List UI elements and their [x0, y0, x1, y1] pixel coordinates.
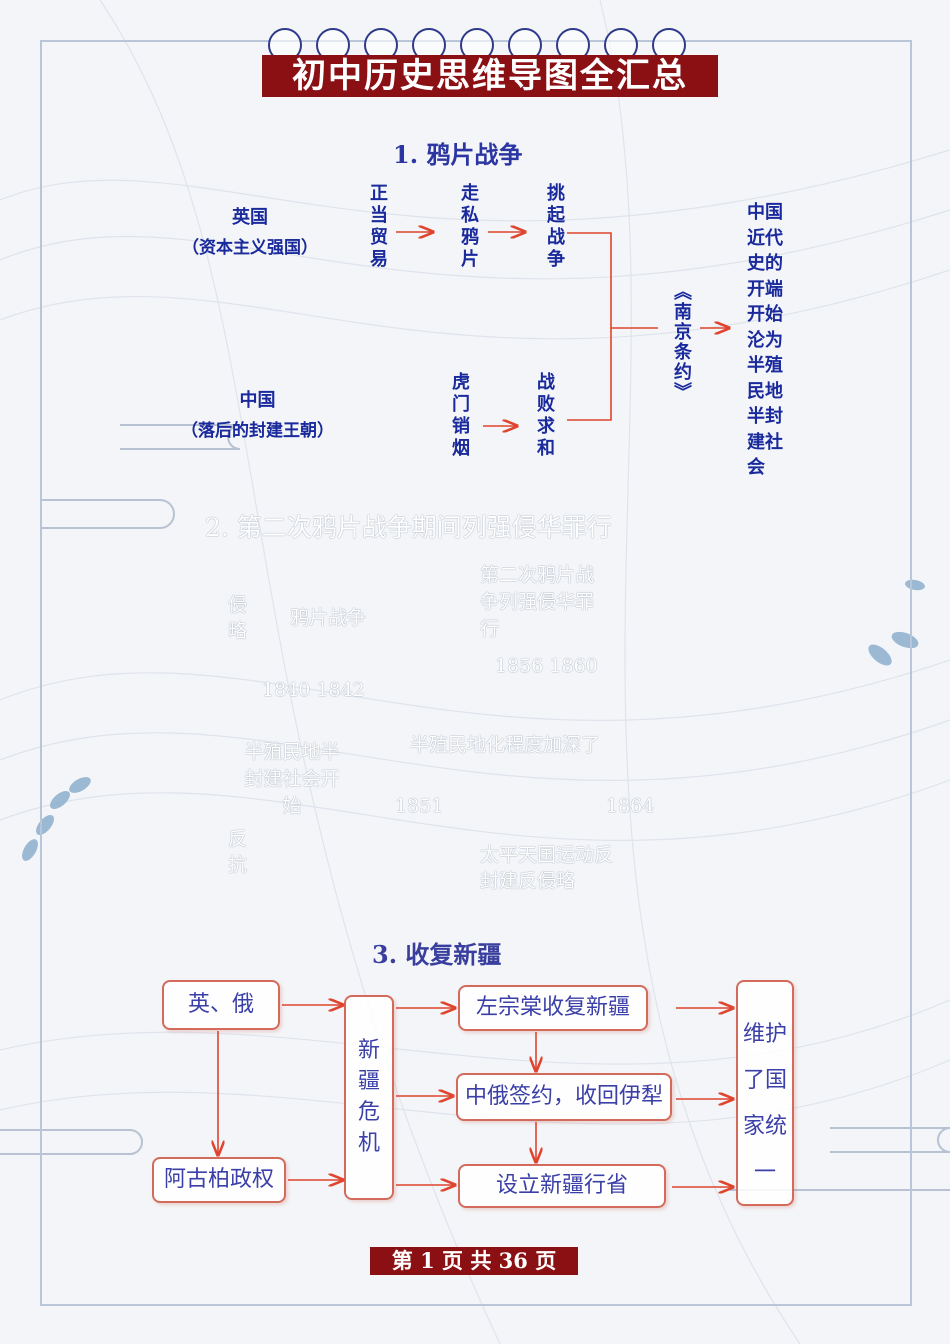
years-second-war: 1856 1860 — [495, 655, 598, 677]
footer-total: 36 — [498, 1248, 528, 1273]
treaty-nanjing: 《南京条约》 — [671, 282, 692, 402]
page-footer: 第 1 页 共 36 页 — [370, 1247, 578, 1275]
opium-war-label: 鸦片战争 — [290, 607, 367, 629]
years-opium-war: 1840 1842 — [262, 679, 365, 701]
section1-heading: 1. 鸦片战争 — [393, 140, 523, 169]
china-name: 中国 — [239, 390, 276, 411]
britain-sub: （资本主义强国） — [182, 238, 318, 258]
year-1864: 1864 — [606, 795, 655, 817]
footer-prefix: 第 — [391, 1248, 413, 1273]
chain-defeat: 战败求和 — [534, 372, 555, 460]
box-unity: 维护了国家统一 — [736, 980, 794, 1206]
box-province: 设立新疆行省 — [458, 1164, 666, 1208]
section2-heading: 2. 第二次鸦片战争期间列强侵华罪行 — [205, 513, 612, 542]
box-treaty: 中俄签约，收回伊犁 — [456, 1073, 672, 1121]
resist-label: 反抗 — [228, 828, 248, 876]
deepening-label: 半殖民地化程度加深了 — [410, 734, 601, 756]
second-war-label: 第二次鸦片战争列强侵华罪行 — [480, 564, 595, 640]
britain-node: 英国 （资本主义强国） — [170, 203, 330, 258]
chain-provoke: 挑起战争 — [544, 183, 565, 271]
footer-page: 1 — [420, 1248, 435, 1273]
chain-humen: 虎门销烟 — [449, 372, 470, 460]
section3-heading: 3. 收复新疆 — [372, 940, 502, 969]
box-crisis-text: 新疆危机 — [357, 1038, 380, 1156]
page-title: 初中历史思维导图全汇总 — [262, 55, 718, 97]
chain-trade: 正当贸易 — [367, 183, 388, 271]
china-sub: （落后的封建王朝） — [181, 421, 334, 441]
year-1851: 1851 — [395, 795, 444, 817]
result-text: 中国近代史的开端开始沦为半殖民地半封建社会 — [747, 202, 783, 478]
chain-smuggle: 走私鸦片 — [458, 183, 479, 271]
taiping-label: 太平天国运动反封建反侵略 — [480, 844, 614, 892]
invasion-label: 侵略 — [228, 594, 248, 642]
box-zuo: 左宗棠收复新疆 — [458, 985, 648, 1031]
box-crisis: 新疆危机 — [344, 995, 394, 1200]
footer-middle: 页 共 — [442, 1248, 492, 1273]
footer-suffix: 页 — [535, 1248, 557, 1273]
china-node: 中国 （落后的封建王朝） — [165, 386, 350, 441]
britain-name: 英国 — [232, 207, 268, 228]
box-unity-text: 维护了国家统一 — [742, 1022, 787, 1185]
semi-colonial-label: 半殖民地半封建社会开始 — [244, 741, 340, 817]
box-yakub: 阿古柏政权 — [152, 1157, 286, 1203]
box-powers: 英、俄 — [162, 980, 280, 1030]
